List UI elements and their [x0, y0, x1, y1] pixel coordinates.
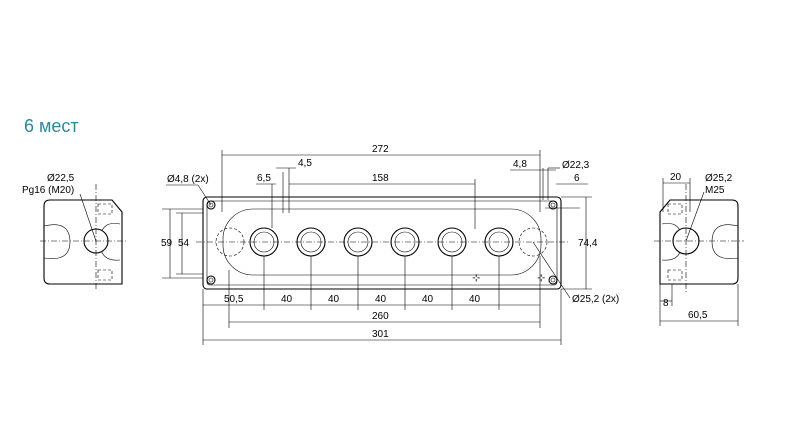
dim-22-3: Ø22,3: [562, 160, 590, 171]
left-diameter-label: Ø22,5: [47, 173, 75, 184]
right-m-label: M25: [705, 185, 725, 196]
right-diameter-label: Ø25,2: [705, 173, 733, 184]
dim-74-4: 74,4: [578, 238, 598, 249]
dim-8: 8: [663, 298, 669, 309]
dim-59: 59: [161, 238, 173, 249]
pitch-label: 40: [469, 294, 481, 305]
dim-50-5: 50,5: [224, 294, 244, 305]
dim-260: 260: [372, 311, 389, 322]
dim-4-8: 4,8: [513, 159, 527, 170]
left-pg-label: Pg16 (M20): [22, 185, 74, 196]
front-view: ⊹ ⊹ 272 4,5 158 6,5 Ø4,8 (2x) 4,8 Ø22,3: [161, 144, 619, 345]
pitch-label: 40: [328, 294, 340, 305]
pitch-label: 40: [281, 294, 293, 305]
pitch-label: 40: [375, 294, 387, 305]
mounting-hole: [206, 275, 216, 285]
dim-60-5: 60,5: [688, 310, 708, 321]
svg-text:⊹: ⊹: [537, 273, 545, 284]
dim-4-5: 4,5: [298, 158, 312, 169]
dim-158: 158: [372, 173, 389, 184]
left-side-view: Ø22,5 Pg16 (M20): [22, 173, 126, 290]
knockout-diameter-label: Ø25,2 (2x): [572, 294, 619, 305]
svg-text:⊹: ⊹: [472, 273, 480, 284]
dim-301: 301: [372, 329, 389, 340]
right-side-view: 20 Ø25,2 M25 8 60,5: [654, 172, 744, 326]
mounting-hole: [548, 275, 558, 285]
hole-diameter-label: Ø4,8 (2x): [167, 174, 209, 185]
dim-6: 6: [574, 173, 580, 184]
dim-54: 54: [178, 238, 190, 249]
page-title: 6 мест: [24, 116, 79, 136]
knockout-right: [518, 227, 548, 257]
enclosure-outline: [202, 196, 562, 290]
dim-272: 272: [372, 144, 389, 155]
mounting-hole: [548, 200, 558, 210]
pitch-label: 40: [422, 294, 434, 305]
dim-20: 20: [670, 172, 682, 183]
dim-6-5: 6,5: [257, 173, 271, 184]
